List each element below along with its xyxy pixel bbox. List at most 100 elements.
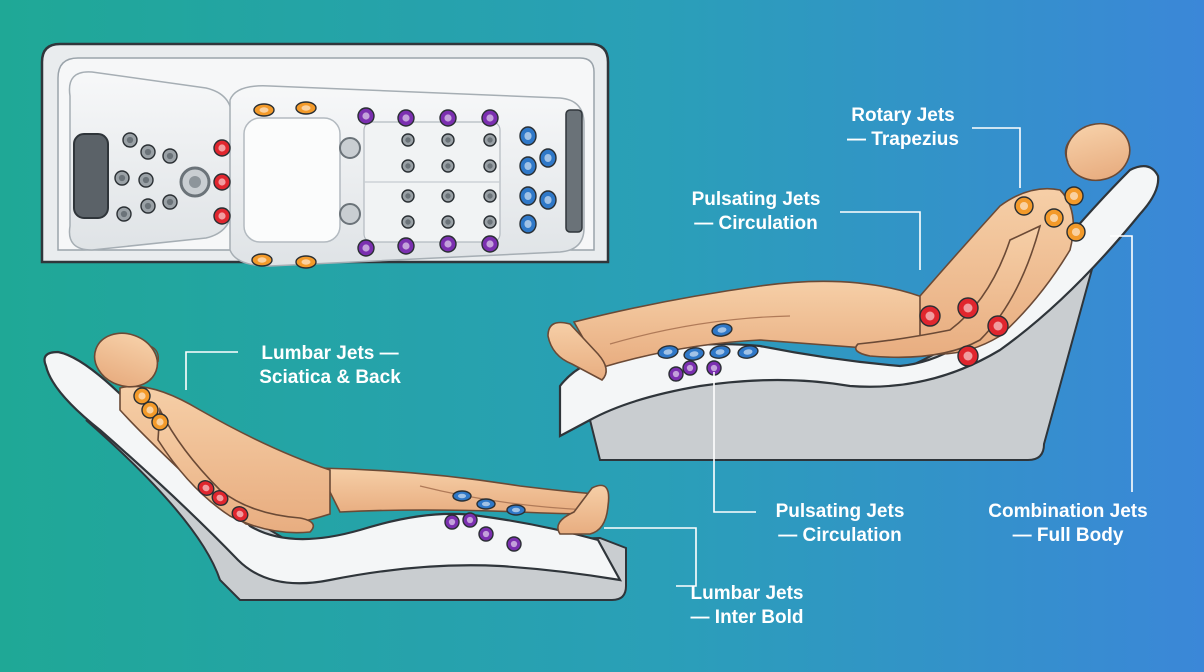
- tub-purple-jet: [357, 239, 375, 257]
- left-blue-jet: [452, 490, 472, 502]
- leader-combination: [1110, 235, 1133, 492]
- tub-gray-jet: [116, 206, 132, 222]
- left-jet-group: [133, 387, 526, 552]
- leader-rotary: [972, 127, 1021, 188]
- right-red-jet: [957, 297, 979, 319]
- right-blue-jet: [683, 347, 705, 361]
- tub-gray-jet: [483, 159, 497, 173]
- left-red-jet: [197, 480, 215, 496]
- tub-jet-group: [114, 101, 557, 269]
- label-rotary-title: Rotary Jets: [851, 105, 955, 126]
- leader-lines: [185, 127, 1133, 587]
- right-figure: [547, 122, 1131, 381]
- label-rotary-jets: Rotary Jets — Trapezius: [832, 104, 974, 152]
- tub-gray-jet: [140, 198, 156, 214]
- label-rotary-subtitle: — Trapezius: [847, 129, 959, 150]
- tub-purple-jet: [357, 107, 375, 125]
- tub-gray-jet: [162, 148, 178, 164]
- tub-blue-jet: [519, 156, 537, 176]
- right-purple-jet: [668, 366, 684, 382]
- right-orange-jet: [1044, 208, 1064, 228]
- label-lumbar-bottom-subtitle: — Inter Bold: [690, 607, 804, 628]
- left-figure-head: [93, 332, 159, 388]
- right-orange-jet: [1066, 222, 1086, 242]
- right-blue-jet: [657, 345, 679, 359]
- label-lumbar-top-subtitle: Sciatica & Back: [259, 367, 401, 388]
- tub-gray-jet: [401, 189, 415, 203]
- tub-orange-jet: [295, 101, 317, 115]
- left-blue-jet: [506, 504, 526, 516]
- right-purple-jet: [682, 360, 698, 376]
- label-lumbar-bottom: Lumbar Jets — Inter Bold: [674, 582, 820, 630]
- tub-orange-jet: [251, 253, 273, 267]
- hot-tub-top-view: [40, 42, 610, 269]
- left-purple-jet: [444, 514, 460, 530]
- left-blue-jet: [476, 498, 496, 510]
- leader-lumbar-top: [185, 351, 238, 390]
- right-jet-group: [657, 186, 1086, 382]
- right-blue-jet: [709, 345, 731, 359]
- tub-gray-jet: [441, 159, 455, 173]
- tub-gray-jet: [401, 215, 415, 229]
- tub-gray-jet: [483, 189, 497, 203]
- right-figure-feet: [547, 321, 607, 381]
- left-orange-jet: [151, 413, 169, 431]
- leader-pulsating-bot: [713, 372, 756, 513]
- left-purple-jet: [462, 512, 478, 528]
- label-pulsating-top-title: Pulsating Jets: [691, 189, 821, 210]
- right-red-jet: [919, 305, 941, 327]
- tub-gray-jet: [483, 133, 497, 147]
- tub-purple-jet: [397, 237, 415, 255]
- label-pulsating-bottom-subtitle: — Circulation: [778, 525, 902, 546]
- tub-gray-jet: [483, 215, 497, 229]
- label-lumbar-top: Lumbar Jets — Sciatica & Back: [244, 342, 416, 390]
- left-figure-feet: [557, 484, 610, 535]
- tub-gray-jet: [401, 133, 415, 147]
- leader-lumbar-bot: [604, 527, 697, 587]
- label-combination-jets: Combination Jets — Full Body: [970, 500, 1166, 548]
- tub-blue-jet: [519, 126, 537, 146]
- tub-gray-jet: [140, 144, 156, 160]
- left-orange-jet: [133, 387, 151, 405]
- label-pulsating-bottom-title: Pulsating Jets: [775, 501, 905, 522]
- tub-purple-jet: [439, 235, 457, 253]
- tub-headrest: [73, 133, 109, 219]
- tub-blue-jet: [539, 148, 557, 168]
- tub-filter: [565, 109, 583, 233]
- tub-gray-jet: [441, 189, 455, 203]
- right-red-jet: [987, 315, 1009, 337]
- leader-pulsating-top: [840, 211, 921, 270]
- tub-blue-jet: [519, 186, 537, 206]
- label-combination-subtitle: — Full Body: [1012, 525, 1124, 546]
- left-purple-jet: [478, 526, 494, 542]
- left-red-jet: [231, 506, 249, 522]
- right-red-jet: [957, 345, 979, 367]
- label-lumbar-bottom-title: Lumbar Jets: [690, 583, 804, 604]
- tub-gray-jet: [401, 159, 415, 173]
- left-purple-jet: [506, 536, 522, 552]
- label-pulsating-top-subtitle: — Circulation: [694, 213, 818, 234]
- tub-red-jet: [213, 139, 231, 157]
- tub-blue-jet: [519, 214, 537, 234]
- right-blue-jet: [737, 345, 759, 359]
- tub-gray-jet: [162, 194, 178, 210]
- label-pulsating-bottom: Pulsating Jets — Circulation: [760, 500, 920, 548]
- tub-red-jet: [213, 173, 231, 191]
- tub-purple-jet: [481, 235, 499, 253]
- tub-gray-jet: [138, 172, 154, 188]
- label-lumbar-top-title: Lumbar Jets —: [261, 343, 399, 364]
- tub-purple-jet: [439, 109, 457, 127]
- right-blue-jet: [711, 323, 733, 337]
- tub-gray-jet: [122, 132, 138, 148]
- right-orange-jet: [1014, 196, 1034, 216]
- tub-purple-jet: [397, 109, 415, 127]
- tub-gray-jet: [114, 170, 130, 186]
- left-red-jet: [211, 490, 229, 506]
- tub-gray-jet: [441, 133, 455, 147]
- tub-blue-jet: [539, 190, 557, 210]
- tub-purple-jet: [481, 109, 499, 127]
- tub-red-jet: [213, 207, 231, 225]
- tub-seat-block: [243, 117, 341, 243]
